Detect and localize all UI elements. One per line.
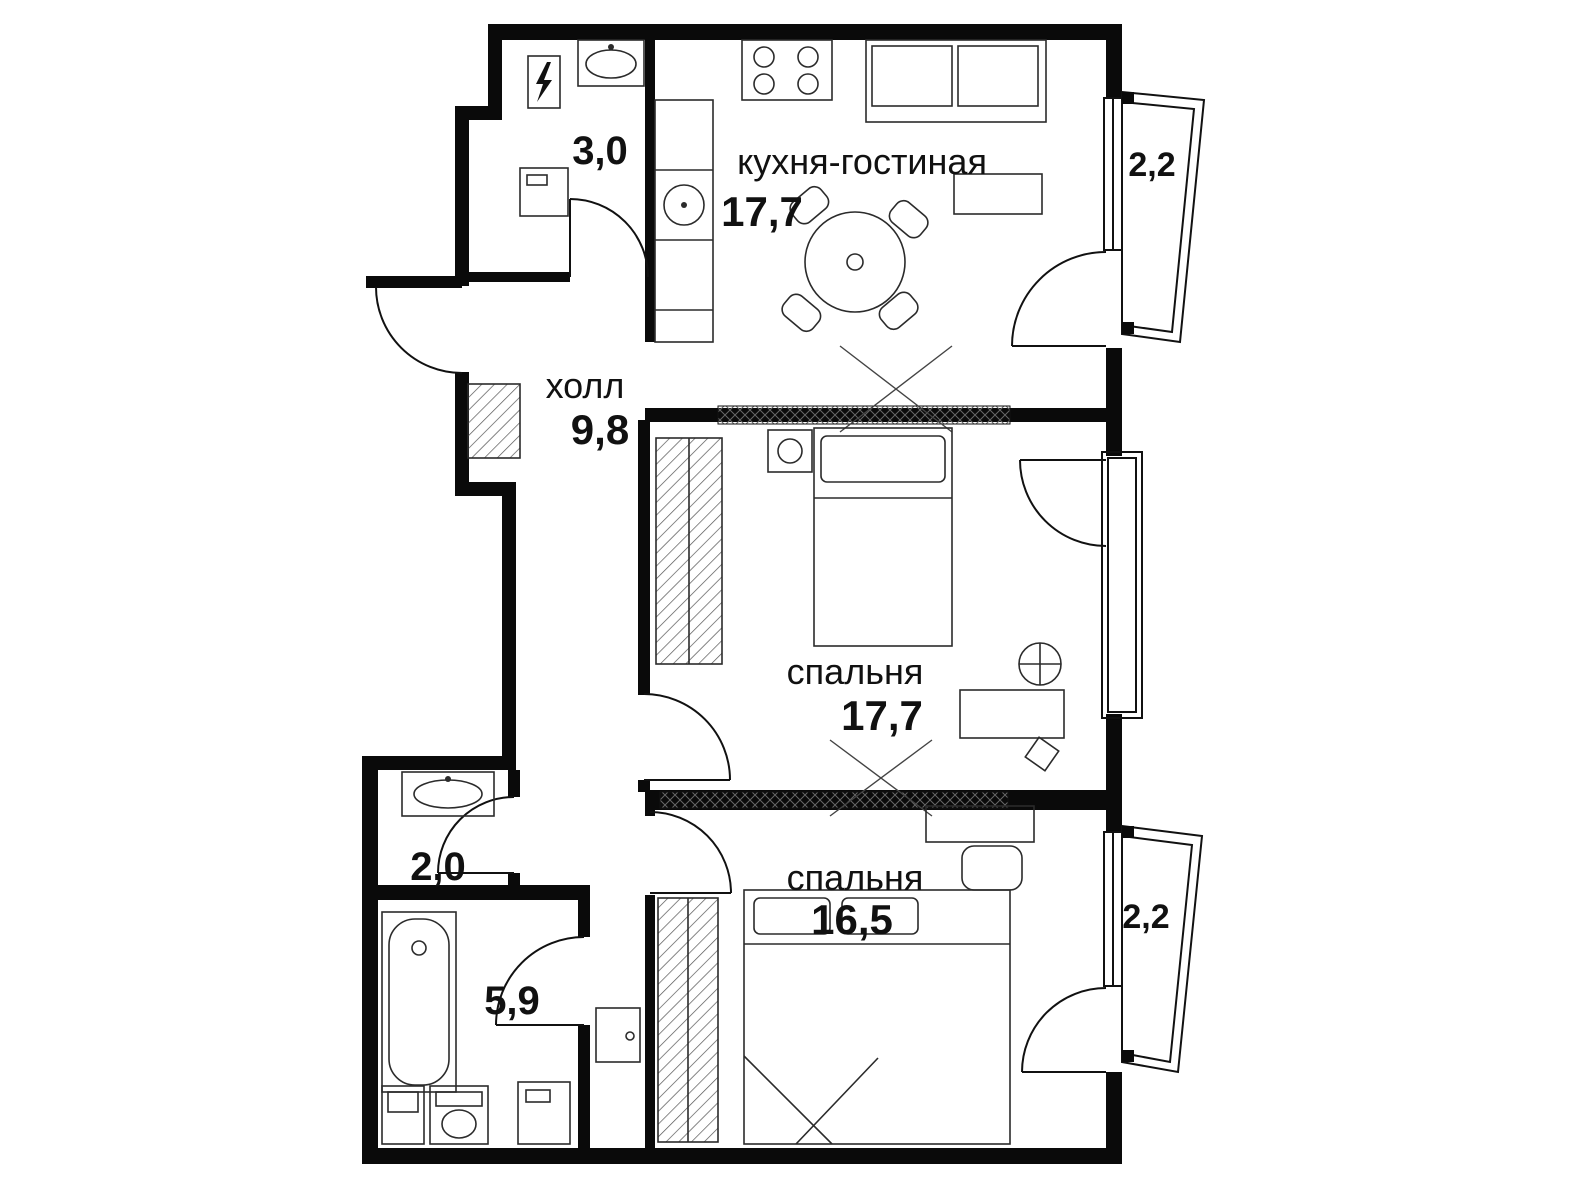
wall-top <box>488 24 1122 40</box>
wall-left-upper-b <box>455 372 469 496</box>
door-bathroom <box>495 936 585 1026</box>
wall-bedroom1-left-a <box>638 420 650 695</box>
wall-wc-top <box>362 756 516 770</box>
x-marks <box>829 345 953 817</box>
wall-room3-right <box>645 40 655 282</box>
wall-wc-right-a <box>508 770 520 797</box>
door-bedroom1 <box>643 693 731 781</box>
furniture <box>381 39 1065 1145</box>
wall-bottom <box>362 1148 1122 1164</box>
wardrobe <box>655 437 723 665</box>
door-kitchen-balcony <box>1011 251 1107 347</box>
bedroom1-bay-window <box>1101 451 1143 719</box>
water-heater <box>517 1081 571 1145</box>
dining-chair <box>888 199 929 239</box>
desk <box>959 689 1065 739</box>
dining-table <box>804 211 906 313</box>
bathroom-small-sink <box>577 39 645 87</box>
wall-kitchen-hall <box>645 282 655 342</box>
wall-left-bottom <box>362 756 378 1164</box>
door-wc <box>437 796 515 874</box>
area-hall: 9,8 <box>571 406 629 453</box>
wall-right-b <box>1106 348 1122 456</box>
wall-left-upper-a <box>455 106 469 286</box>
wall-room3-bottom <box>469 272 570 282</box>
wc-sink <box>401 771 495 817</box>
wall-right-d <box>1106 1072 1122 1164</box>
balcony-bottom-stub-b <box>1122 1050 1134 1062</box>
wall-infill-strips <box>659 405 1011 809</box>
bathtub <box>381 911 457 1093</box>
area-balcony-bottom: 2,2 <box>1122 898 1169 936</box>
door-bathroom-small <box>569 198 649 278</box>
balcony-top-stub-b <box>1122 322 1134 334</box>
wardrobe <box>657 897 719 1143</box>
area-balcony-top: 2,2 <box>1128 146 1175 184</box>
glazed-strip-bottom <box>659 791 1009 809</box>
wall-right-a <box>1106 24 1122 98</box>
desk <box>925 805 1035 843</box>
glazed-strip-top <box>717 405 1011 425</box>
wall-bedroom2-left <box>645 895 655 1148</box>
wall-topleft <box>488 24 502 120</box>
sofa <box>865 39 1047 123</box>
wall-right-c <box>1106 714 1122 832</box>
wall-bath-right-b <box>578 1025 590 1148</box>
area-bedroom2: 16,5 <box>811 896 893 943</box>
area-bathroom-small: 3,0 <box>572 129 628 173</box>
wall-wc-right-b <box>508 873 520 887</box>
wall-bath-top <box>378 885 590 900</box>
labels: кухня-гостиная 17,7 холл 9,8 спальня 17,… <box>410 129 1175 1023</box>
bed <box>813 427 953 647</box>
chair <box>961 845 1023 891</box>
entrance-door <box>375 286 463 374</box>
kitchen-counter <box>654 99 714 343</box>
kitchen-sink <box>663 184 705 226</box>
stove <box>741 39 833 101</box>
label-hall: холл <box>546 365 625 406</box>
area-kitchen-living: 17,7 <box>721 188 803 235</box>
toilet <box>429 1085 489 1145</box>
vent-shaft <box>467 383 521 459</box>
balcony-bottom-inner <box>1121 834 1194 1064</box>
dining-chair <box>789 185 830 225</box>
area-wc: 2,0 <box>410 845 466 889</box>
wall-step <box>455 482 516 496</box>
doors <box>375 198 1107 1073</box>
balcony-top-inner <box>1121 100 1196 334</box>
wall-bedroom1-left-b <box>638 780 650 792</box>
toilet <box>381 1085 425 1145</box>
door-bedroom1-bay <box>1019 459 1107 547</box>
door-bedroom2-balcony <box>1021 987 1107 1073</box>
washing-machine <box>519 167 569 217</box>
balconies <box>1121 90 1206 1074</box>
door-bedroom2 <box>649 811 732 894</box>
balcony-bottom-stub-a <box>1122 826 1134 838</box>
wall-entry-stub <box>366 276 462 288</box>
nightstand <box>767 429 813 473</box>
x-mark-top <box>839 345 953 433</box>
bedroom1-bay-window-inner <box>1107 457 1137 713</box>
balcony-top-stub-a <box>1122 92 1134 104</box>
area-bedroom1: 17,7 <box>841 692 923 739</box>
wall-topleft-step <box>455 106 502 120</box>
bed <box>743 889 1011 1145</box>
side-table <box>1024 736 1060 772</box>
wall-bath-right-a <box>578 900 590 937</box>
utility-cabinet <box>595 1007 641 1063</box>
label-bedroom2: спальня <box>787 857 924 898</box>
label-bedroom1: спальня <box>787 651 924 692</box>
x-mark-bottom <box>829 739 933 817</box>
dining-chair <box>878 291 919 331</box>
office-chair <box>1018 642 1062 686</box>
label-kitchen-living: кухня-гостиная <box>737 141 987 182</box>
coffee-table <box>953 173 1043 215</box>
area-bathroom: 5,9 <box>484 979 540 1023</box>
wall-hall-left <box>502 482 516 770</box>
dining-chair <box>781 293 822 333</box>
electrical-panel-icon <box>527 55 561 109</box>
